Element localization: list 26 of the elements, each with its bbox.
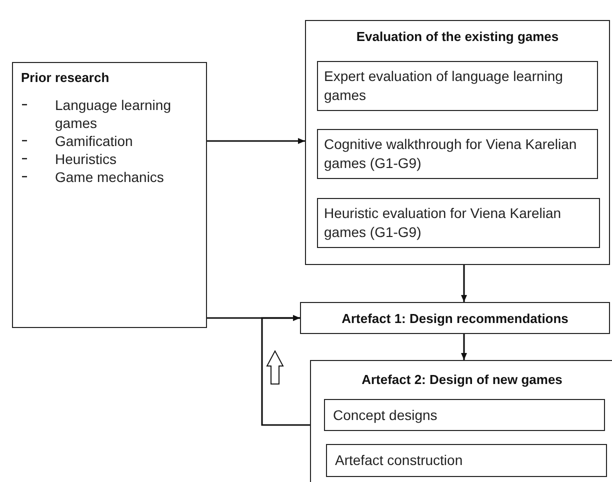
process-box — [317, 198, 600, 248]
arrow — [461, 334, 467, 360]
process-box — [317, 129, 598, 179]
list-item: Heuristics — [55, 151, 116, 167]
box-heading: Artefact 2: Design of new games — [362, 371, 562, 388]
box-heading: Artefact 1: Design recommendations — [342, 310, 568, 326]
box-heading: Prior research — [21, 69, 110, 86]
group-box — [305, 20, 610, 265]
arrow — [461, 265, 467, 302]
box-text: Artefact construction — [335, 451, 463, 470]
box-text: Cognitive walkthrough for Viena Karelian games (G1-G9) — [324, 135, 578, 173]
box-text: Expert evaluation of language learning games — [324, 67, 564, 105]
group-box — [310, 360, 612, 482]
research-box — [12, 62, 207, 328]
process-box — [324, 399, 605, 431]
box-text: Concept designs — [333, 406, 438, 424]
list-item: Gamification — [55, 133, 133, 149]
arrow — [261, 315, 310, 426]
box-heading: Evaluation of the existing games — [356, 28, 559, 45]
process-box — [326, 444, 607, 477]
process-box — [317, 61, 598, 111]
arrow — [207, 138, 305, 144]
list-item: Game mechanics — [55, 169, 164, 185]
box-text: Heuristic evaluation for Viena Karelian games (G1-G9) — [324, 204, 562, 242]
process-box — [300, 302, 610, 334]
list-item: Language learning games — [55, 97, 171, 131]
